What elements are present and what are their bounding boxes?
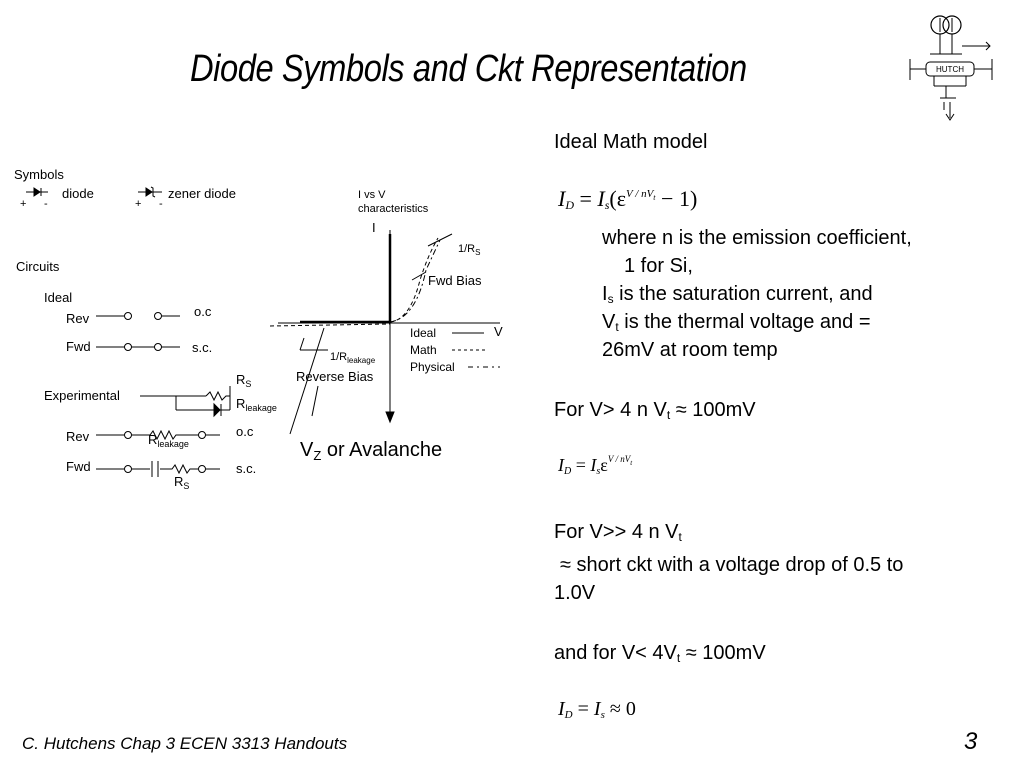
v-axis-label: V — [494, 324, 503, 339]
zener-symbol — [138, 186, 162, 198]
ideal-math-heading: Ideal Math model — [554, 131, 708, 153]
short-ckt-text: ≈ short ckt with a voltage drop of 0.5 t… — [560, 554, 904, 576]
zener-minus: - — [159, 198, 163, 210]
one-over-rleakage-label: 1/Rleakage — [330, 351, 376, 365]
diode-circuit-diagram: Symbols + - diode + - zener diode Circui… — [14, 167, 503, 491]
ideal-sc-label: s.c. — [192, 340, 212, 355]
one-for-si-text: 1 for Si, — [624, 255, 693, 277]
exp-fwd-label: Fwd — [66, 459, 91, 474]
for-v-condition-1: For V> 4 n Vt ≈ 100mV — [554, 399, 756, 422]
ideal-heading: Ideal — [44, 290, 72, 305]
exp-rev-circuit — [96, 429, 220, 441]
circuits-heading: Circuits — [16, 259, 60, 274]
exp-fwd-circuit — [96, 461, 220, 477]
hutch-logo: HUTCH — [909, 15, 993, 121]
room-temp-text: 26mV at room temp — [602, 339, 778, 361]
ivs-title-1: I vs V — [358, 189, 386, 201]
thermal-voltage-text: Vt is the thermal voltage and = — [602, 311, 871, 334]
diode-equation: ID = Is(εV / nVt − 1) — [558, 186, 698, 212]
logo-text: HUTCH — [936, 65, 964, 74]
one-volt-text: 1.0V — [554, 582, 596, 604]
diode-symbol — [26, 187, 48, 197]
ideal-fwd-label: Fwd — [66, 339, 91, 354]
rs-label: RS — [236, 372, 251, 389]
emission-coefficient-text: where n is the emission coefficient, — [602, 227, 912, 249]
reverse-equation: ID = Is ≈ 0 — [558, 698, 636, 721]
forward-equation: ID = IsεV / nVt — [558, 454, 633, 477]
zener-plus: + — [135, 198, 141, 210]
exp-oc-label: o.c — [236, 424, 254, 439]
symbols-heading: Symbols — [14, 167, 64, 182]
i-axis-label: I — [372, 220, 376, 235]
vz-avalanche-label: VZ or Avalanche — [300, 439, 442, 463]
exp-rev-label: Rev — [66, 429, 90, 444]
page-number: 3 — [964, 728, 978, 755]
reverse-bias-label: Reverse Bias — [296, 369, 374, 384]
exp-rs-label: RS — [174, 474, 189, 491]
avalanche-line — [289, 327, 325, 435]
diode-minus: - — [44, 198, 48, 210]
diode-label: diode — [62, 186, 94, 201]
fwd-bias-label: Fwd Bias — [428, 273, 482, 288]
saturation-current-text: Is is the saturation current, and — [602, 283, 873, 306]
experimental-circuit — [140, 386, 231, 418]
ideal-fwd-circuit — [96, 343, 180, 351]
legend-math: Math — [410, 343, 437, 357]
slide-title: Diode Symbols and Ckt Representation — [190, 48, 747, 90]
ideal-rev-label: Rev — [66, 311, 90, 326]
zener-label: zener diode — [168, 186, 236, 201]
diode-plus: + — [20, 198, 26, 210]
experimental-heading: Experimental — [44, 388, 120, 403]
footer-text: C. Hutchens Chap 3 ECEN 3313 Handouts — [22, 734, 348, 753]
rleakage-label: Rleakage — [236, 396, 277, 413]
one-over-rs-label: 1/RS — [458, 243, 480, 257]
for-v-condition-3: and for V< 4Vt ≈ 100mV — [554, 642, 766, 665]
exp-sc-label: s.c. — [236, 461, 256, 476]
ideal-oc-label: o.c — [194, 304, 212, 319]
ideal-rev-circuit — [96, 312, 180, 320]
fwd-physical-curve — [389, 239, 441, 323]
legend-ideal: Ideal — [410, 326, 436, 340]
legend-physical: Physical — [410, 360, 455, 374]
exp-rleakage-label: Rleakage — [148, 432, 189, 449]
for-v-condition-2: For V>> 4 n Vt — [554, 521, 682, 544]
ivs-title-2: characteristics — [358, 203, 429, 215]
